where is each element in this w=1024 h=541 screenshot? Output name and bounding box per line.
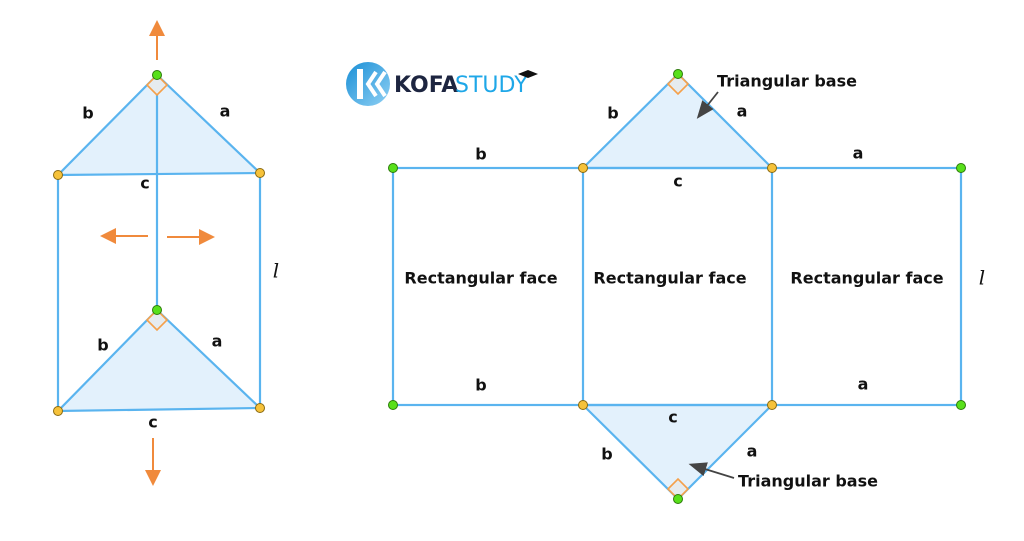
net-rectangles <box>391 166 963 407</box>
edge-label-c: c <box>668 408 677 427</box>
edge-label-a: a <box>212 332 223 351</box>
prism-bottom-triangle <box>55 308 263 413</box>
length-label-l: l <box>979 266 985 290</box>
edge-label-b: b <box>82 104 93 123</box>
edge-label-a: a <box>220 102 231 121</box>
face-label: Rectangular face <box>790 269 943 288</box>
edge-label-b: b <box>97 336 108 355</box>
graduation-cap-icon <box>518 70 538 78</box>
prism-net: b a b a c Rectangular face Rectangular f… <box>388 69 985 504</box>
edge-label-b: b <box>607 104 618 123</box>
callout-triangular-base-bottom: Triangular base <box>738 472 878 491</box>
edge-label-c: c <box>140 174 149 193</box>
prism-top-triangle <box>55 73 263 177</box>
callout-triangular-base-top: Triangular base <box>717 72 857 91</box>
edge-label-b: b <box>475 145 486 164</box>
edge-label-b: b <box>601 445 612 464</box>
edge-label-c: c <box>148 413 157 432</box>
edge-label-a: a <box>853 144 864 163</box>
logo-text-light: STUDY <box>455 73 528 98</box>
edge-label-c: c <box>673 172 682 191</box>
logo-text-dark: KOFA <box>394 73 458 98</box>
edge-label-b: b <box>475 376 486 395</box>
edge-label-a: a <box>737 102 748 121</box>
callout-arrow-icon <box>696 91 719 119</box>
edge-label-a: a <box>747 442 758 461</box>
callout-arrow-icon <box>688 462 735 479</box>
face-label: Rectangular face <box>593 269 746 288</box>
length-label-l: l <box>273 259 279 283</box>
prism-3d: b a c l b a c <box>53 20 279 486</box>
face-label: Rectangular face <box>404 269 557 288</box>
edge-label-a: a <box>858 375 869 394</box>
kofastudy-logo: KOFA STUDY <box>346 62 538 106</box>
